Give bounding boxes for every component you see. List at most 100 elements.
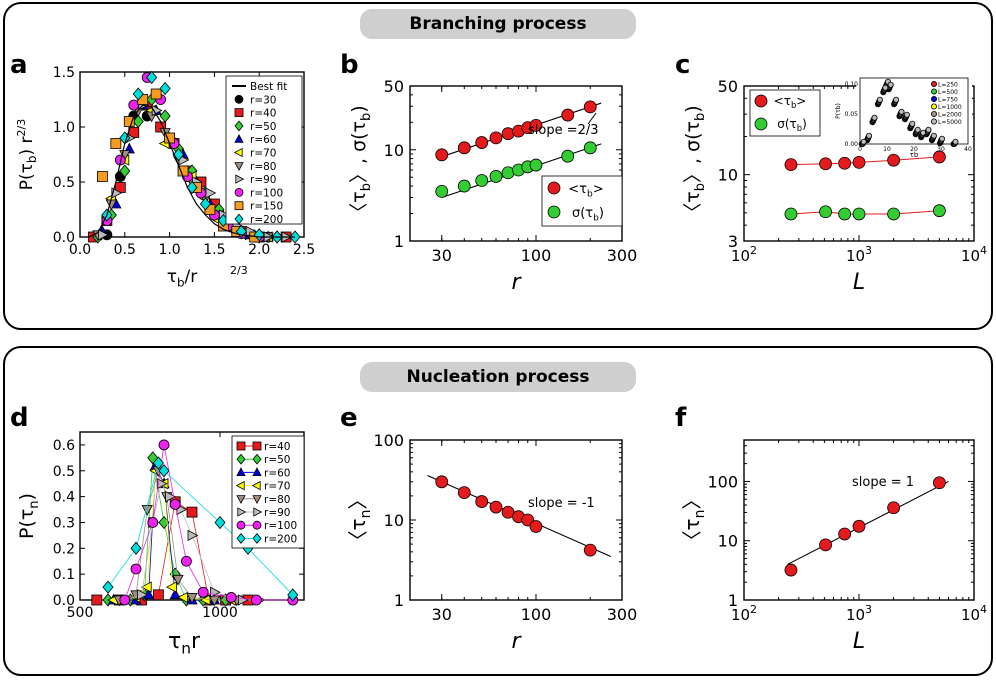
x-axis-label-a-exp: 2/3 xyxy=(230,264,248,277)
point-d-6-3 xyxy=(158,439,170,451)
point-f-0-1 xyxy=(819,538,832,552)
legend-b-marker-0 xyxy=(547,181,561,195)
point-e-0-3 xyxy=(489,500,503,514)
inset-point-5-3 xyxy=(876,96,883,103)
point-b-0-2 xyxy=(475,136,489,149)
inset-point-5-2 xyxy=(871,114,878,121)
legend-d-label-3: r=70 xyxy=(264,481,290,493)
point-b-1-3 xyxy=(489,170,503,183)
point-d-5-3 xyxy=(156,478,168,490)
inset-x-tick-label-4: 40 xyxy=(964,146,972,153)
panel-letter-f: f xyxy=(675,403,687,433)
legend-a-marker-2 xyxy=(234,108,244,117)
point-d-3-7 xyxy=(199,594,211,606)
point-d-7-6 xyxy=(287,588,299,602)
legend-a-marker-10 xyxy=(234,213,244,225)
inset-point-5-13 xyxy=(925,126,932,133)
point-a-r=200-5 xyxy=(173,147,185,162)
point-d-7-0 xyxy=(102,580,114,594)
point-e-0-2 xyxy=(475,495,489,508)
inset-point-5-1 xyxy=(866,132,873,139)
inset-x-axis-label: τb xyxy=(910,151,919,159)
x-tick-label-e-2: 300 xyxy=(607,605,638,624)
legend-d-label-5: r=90 xyxy=(264,507,290,519)
inset-legend-marker-1 xyxy=(931,88,938,95)
point-c-0-3 xyxy=(852,155,866,169)
x-tick-label-a-5: 2.5 xyxy=(293,242,315,258)
x-tick-label-f-1: 103 xyxy=(846,603,872,624)
legend-a-label-8: r=100 xyxy=(250,187,283,199)
point-c-0-0 xyxy=(784,158,798,172)
y-axis-label-c: 〈τb〉, σ(τb) xyxy=(682,105,708,221)
point-d-6-1 xyxy=(130,563,142,575)
legend-a-label-4: r=60 xyxy=(250,134,276,146)
legend-a-label-7: r=90 xyxy=(250,174,276,186)
inset-point-5-6 xyxy=(887,81,894,88)
point-d-5-8 xyxy=(237,594,249,606)
point-d-4-6 xyxy=(186,593,198,604)
legend-d-marker-a-6 xyxy=(236,520,246,530)
point-b-1-9 xyxy=(583,141,597,155)
legend-a-label-9: r=150 xyxy=(250,201,283,213)
y-axis-label-e: 〈τn〉 xyxy=(346,490,374,551)
point-d-0-3 xyxy=(152,589,164,601)
point-d-3-6 xyxy=(177,591,189,604)
point-d-6-6 xyxy=(197,586,209,598)
point-b-1-2 xyxy=(475,174,489,187)
point-a-r=50-5 xyxy=(159,109,171,123)
nucleation-section-title: Nucleation process xyxy=(360,362,636,392)
legend-d-marker-b-5 xyxy=(253,507,263,517)
legend-a-marker-4 xyxy=(234,133,244,143)
legend-d-marker-a-1 xyxy=(236,453,246,465)
y-axis-label-a: P(τb) r2/3 xyxy=(15,119,39,190)
inset-y-tick-label-0: 0.00 xyxy=(845,141,859,148)
inset-legend-label-4: L=2000 xyxy=(938,112,962,119)
point-a-r=90-1 xyxy=(111,187,123,199)
point-b-1-1 xyxy=(457,179,471,193)
x-tick-label-e-0: 30 xyxy=(432,605,452,624)
x-tick-label-c-1: 103 xyxy=(846,244,872,265)
legend-a-label-1: r=30 xyxy=(250,94,276,106)
plot-frame-a xyxy=(79,71,305,238)
inset-x-tick-label-2: 20 xyxy=(910,146,918,153)
y-tick-label-e-0: 1 xyxy=(394,591,404,610)
point-e-0-0 xyxy=(435,475,449,489)
legend-a-marker-9 xyxy=(234,201,244,211)
x-axis-label-d: τnr xyxy=(168,629,201,658)
point-a-r=50-3 xyxy=(132,114,144,129)
legend-d-label-0: r=40 xyxy=(264,441,290,453)
point-d-7-3 xyxy=(158,464,170,478)
point-f-0-0 xyxy=(784,563,798,577)
point-b-1-4 xyxy=(501,166,515,180)
legend-d-marker-b-7 xyxy=(252,532,262,544)
branching-section-title: Branching process xyxy=(360,9,636,39)
inset-legend-label-2: L=750 xyxy=(938,97,958,104)
point-d-5-1 xyxy=(137,589,148,601)
panel-letter-c: c xyxy=(675,50,691,80)
slope-pointer-b xyxy=(587,112,597,125)
point-d-0-5 xyxy=(186,506,198,518)
inset-point-5-10 xyxy=(909,120,916,127)
legend-a-marker-7 xyxy=(235,174,245,184)
y-tick-label-f-1: 10 xyxy=(718,532,738,551)
point-b-0-4 xyxy=(501,127,515,141)
legend-d-label-1: r=50 xyxy=(264,454,290,466)
legend-d-marker-a-5 xyxy=(237,507,247,517)
x-axis-label-a: τb/r xyxy=(167,267,198,289)
point-d-5-6 xyxy=(187,529,199,542)
point-a-r=150-2 xyxy=(123,116,135,127)
legend-a-marker-6 xyxy=(234,162,244,172)
x-tick-label-f-2: 104 xyxy=(961,603,987,624)
legend-b-label-0: <τb> xyxy=(568,182,603,199)
legend-a-marker-3 xyxy=(234,120,244,132)
inset-point-5-16 xyxy=(952,138,959,145)
point-c-0-2 xyxy=(838,156,852,170)
panel-letter-e: e xyxy=(340,403,358,433)
y-tick-label-d-0: 0.0 xyxy=(53,593,75,609)
point-d-6-2 xyxy=(147,517,159,528)
y-tick-label-a-0: 0.0 xyxy=(53,230,75,246)
y-tick-label-d-5: 0.5 xyxy=(53,464,75,480)
y-axis-label-d: P(τn) xyxy=(16,493,42,539)
